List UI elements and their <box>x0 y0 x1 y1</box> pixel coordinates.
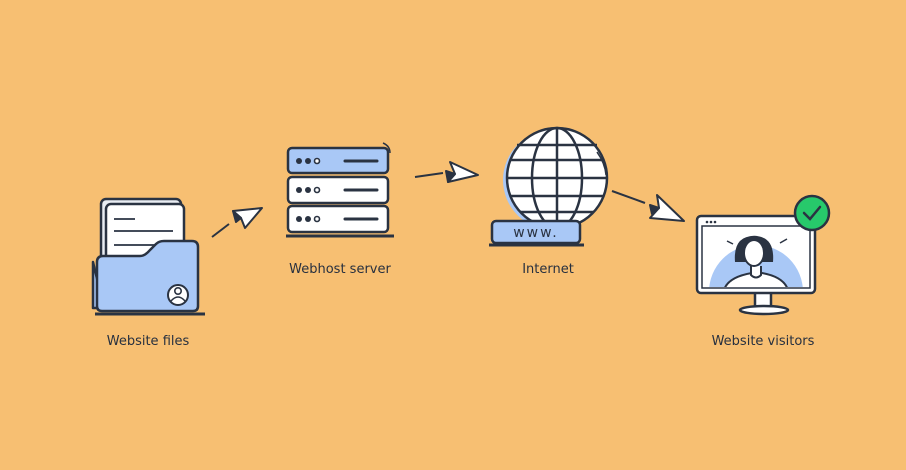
node-label-website-files: Website files <box>106 334 190 349</box>
globe-www-icon: www. <box>489 126 609 247</box>
node-label-webhost-server: Webhost server <box>289 262 391 277</box>
paper-plane-arrow-icon <box>211 207 263 238</box>
monitor-with-user-icon <box>695 194 831 316</box>
paper-plane-arrow-icon <box>611 190 685 222</box>
folder-with-documents-icon <box>91 197 205 316</box>
www-badge-text: www. <box>513 225 559 241</box>
server-stack-icon <box>286 142 394 238</box>
node-label-website-visitors: Website visitors <box>711 334 815 349</box>
node-label-internet: Internet <box>522 262 574 277</box>
paper-plane-arrow-icon <box>414 161 479 183</box>
